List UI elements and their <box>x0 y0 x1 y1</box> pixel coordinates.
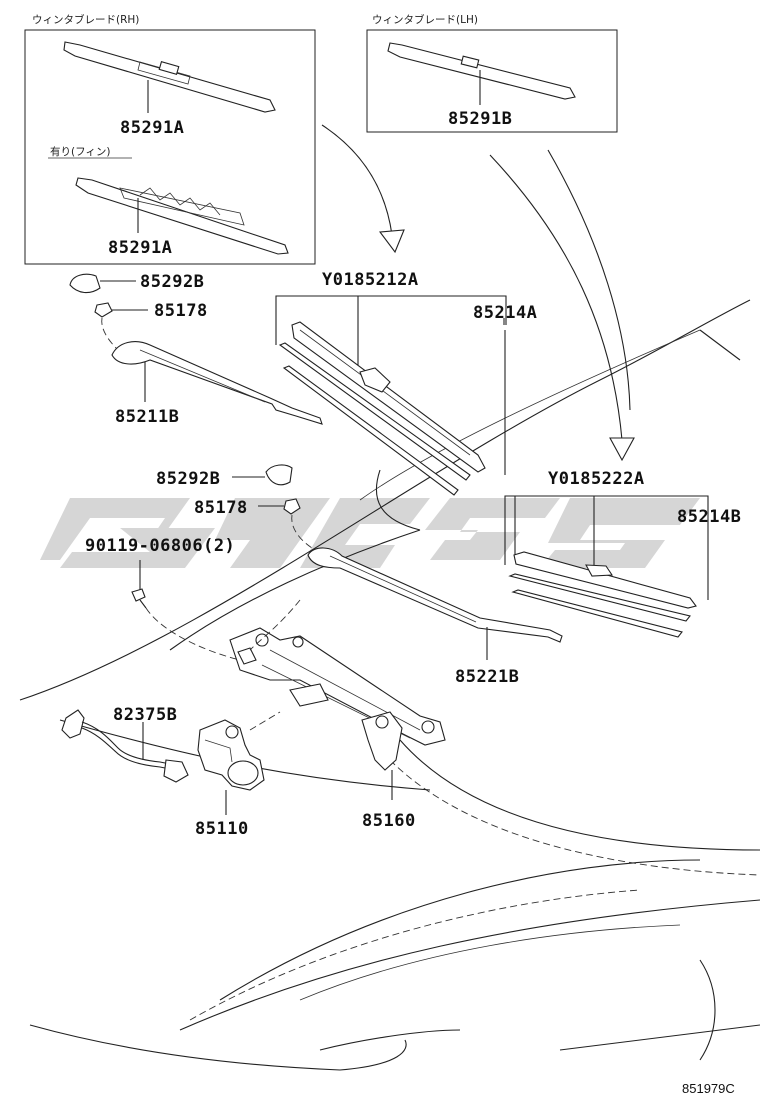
label-85211B: 85211B <box>115 407 179 427</box>
label-90119-06806: 90119-06806(2) <box>85 536 235 556</box>
nut-85178-rh <box>94 302 113 318</box>
bracket-Y0185212A <box>275 295 507 370</box>
cap-85292B-lh <box>265 464 293 486</box>
label-85292B-1: 85292B <box>140 272 204 292</box>
winter-blade-lh-title: ウィンタブレード(LH) <box>372 13 478 26</box>
winter-blade-fin-subtitle: 有り(フィン) <box>50 145 110 158</box>
label-85221B: 85221B <box>455 667 519 687</box>
label-85292B-2: 85292B <box>156 469 220 489</box>
wiper-blade-assy-lh <box>508 551 697 638</box>
winter-blade-rh-box: ウィンタブレード(RH) 有り(フィン) 85291A 85291A <box>24 13 316 265</box>
bracket-Y0185222A <box>504 495 709 600</box>
winter-blade-rh-fin-drawing <box>75 177 289 255</box>
label-85214A: 85214A <box>473 303 537 323</box>
label-85160: 85160 <box>362 811 416 831</box>
label-82375B: 82375B <box>113 705 177 725</box>
label-85110: 85110 <box>195 819 249 839</box>
nut-85178-lh <box>283 498 301 515</box>
watermark-logo <box>40 498 700 568</box>
label-85291A-2: 85291A <box>108 238 172 258</box>
reference-arrows <box>321 124 635 462</box>
bolt-90119-06806 <box>131 588 147 609</box>
cap-85292B-rh <box>69 273 101 294</box>
label-85291B: 85291B <box>448 109 512 129</box>
figure-number: 851979C <box>682 1081 735 1096</box>
winter-blade-rh-drawing <box>63 41 276 113</box>
wiper-arm-lh-85221B <box>307 547 563 643</box>
label-85291A-1: 85291A <box>120 118 184 138</box>
label-85178-2: 85178 <box>194 498 248 518</box>
winter-blade-rh-title: ウィンタブレード(RH) <box>32 13 139 26</box>
label-85178-1: 85178 <box>154 301 208 321</box>
wiper-blade-assy-rh <box>278 321 486 496</box>
winter-blade-lh-drawing <box>387 42 576 100</box>
wiper-link-85160 <box>229 627 446 771</box>
wiper-motor-85110 <box>197 719 265 791</box>
label-Y0185212A: Y0185212A <box>322 270 419 290</box>
label-85214B: 85214B <box>677 507 741 527</box>
wire-harness-82375B <box>61 709 189 783</box>
vehicle-body-outline <box>19 299 760 1071</box>
winter-blade-lh-box: ウィンタブレード(LH) 85291B <box>366 13 618 133</box>
label-Y0185222A: Y0185222A <box>548 469 645 489</box>
wiper-arm-rh-85211B <box>111 341 323 425</box>
